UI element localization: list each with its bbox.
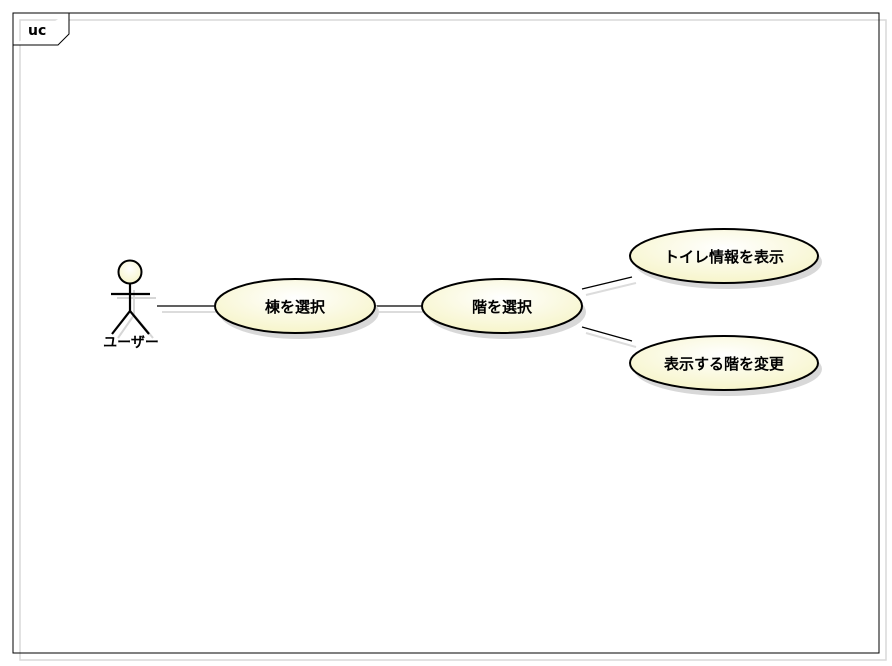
usecase-label: 棟を選択 (265, 298, 326, 316)
actor-head (117, 259, 143, 285)
association-shadows (162, 282, 637, 348)
associations (157, 276, 633, 342)
actor-left-leg (111, 310, 131, 335)
usecase-show-toilet-info: トイレ情報を表示 (629, 228, 822, 289)
frame-shadow (19, 19, 887, 661)
usecase-ellipse (421, 278, 583, 334)
actor-user: ユーザー (103, 259, 159, 351)
association-floor-change (581, 326, 633, 342)
actor-shadow (117, 290, 156, 339)
usecase-select-building: 棟を選択 (214, 278, 379, 339)
actor-label: ユーザー (103, 335, 159, 351)
frame-tab (13, 13, 70, 46)
usecase-label: 階を選択 (472, 298, 533, 316)
usecase-ellipse (629, 335, 819, 391)
diagram-frame (12, 12, 880, 654)
usecase-select-floor: 階を選択 (421, 278, 586, 339)
usecase-label: トイレ情報を表示 (664, 248, 784, 266)
usecase-change-floor: 表示する階を変更 (629, 335, 822, 396)
usecase-ellipse (214, 278, 376, 334)
actor-right-leg (129, 310, 150, 335)
frame-label: uc (28, 23, 46, 39)
usecase-ellipse (629, 228, 819, 284)
association-floor-toilet (581, 276, 633, 290)
usecase-label: 表示する階を変更 (664, 355, 785, 373)
